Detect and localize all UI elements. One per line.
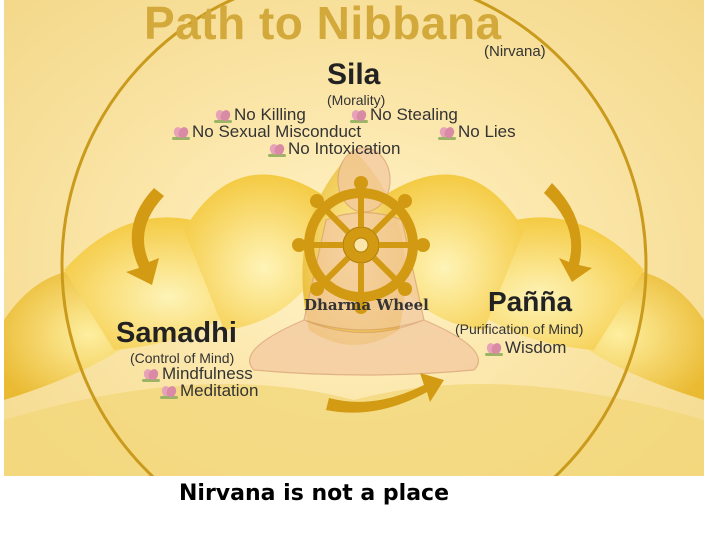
samadhi-item-label: Meditation — [180, 381, 259, 400]
sila-heading: Sila — [327, 58, 381, 91]
precept-label: No Sexual Misconduct — [192, 122, 362, 141]
lotus-icon — [350, 109, 368, 123]
precept-item: No Killing — [214, 105, 306, 125]
lotus-icon — [268, 143, 286, 157]
curved-arrow-icon — [126, 183, 592, 413]
poster-subtitle: (Nirvana) — [484, 43, 546, 60]
precept-label: No Killing — [234, 105, 306, 124]
precept-label: No Lies — [458, 122, 516, 141]
precept-item: No Intoxication — [268, 139, 400, 159]
path-to-nibbana-poster: Path to Nibbana (Nirvana) Sila (Morality… — [4, 0, 704, 476]
panna-heading: Pañña — [488, 286, 573, 317]
poster-artwork — [4, 0, 704, 476]
samadhi-item: Mindfulness — [142, 364, 253, 384]
lotus-icon — [485, 342, 503, 356]
dharma-wheel-icon — [292, 176, 430, 314]
precept-item: No Lies — [438, 122, 516, 142]
lotus-icon — [214, 109, 232, 123]
lotus-icon — [160, 385, 178, 399]
slide-caption: Nirvana is not a place — [179, 481, 450, 506]
lotus-icon — [172, 126, 190, 140]
sila-subheading: (Morality) — [327, 92, 386, 108]
cycle-ring — [60, 0, 648, 476]
lotus-icon — [438, 126, 456, 140]
precept-label: No Stealing — [370, 105, 458, 124]
panna-subheading: (Purification of Mind) — [455, 321, 584, 337]
precept-label: No Intoxication — [288, 139, 401, 158]
precept-item: No Sexual Misconduct — [172, 122, 361, 142]
samadhi-item-label: Mindfulness — [162, 364, 253, 383]
panna-item: Wisdom — [485, 338, 566, 358]
lotus-icon — [142, 368, 160, 382]
precept-item: No Stealing — [350, 105, 458, 125]
samadhi-heading: Samadhi — [116, 317, 237, 349]
samadhi-subheading: (Control of Mind) — [130, 350, 235, 366]
poster-title: Path to Nibbana — [144, 0, 502, 49]
samadhi-item: Meditation — [160, 381, 258, 401]
panna-item-label: Wisdom — [505, 338, 567, 357]
dharma-wheel-label: Dharma Wheel — [304, 296, 429, 314]
